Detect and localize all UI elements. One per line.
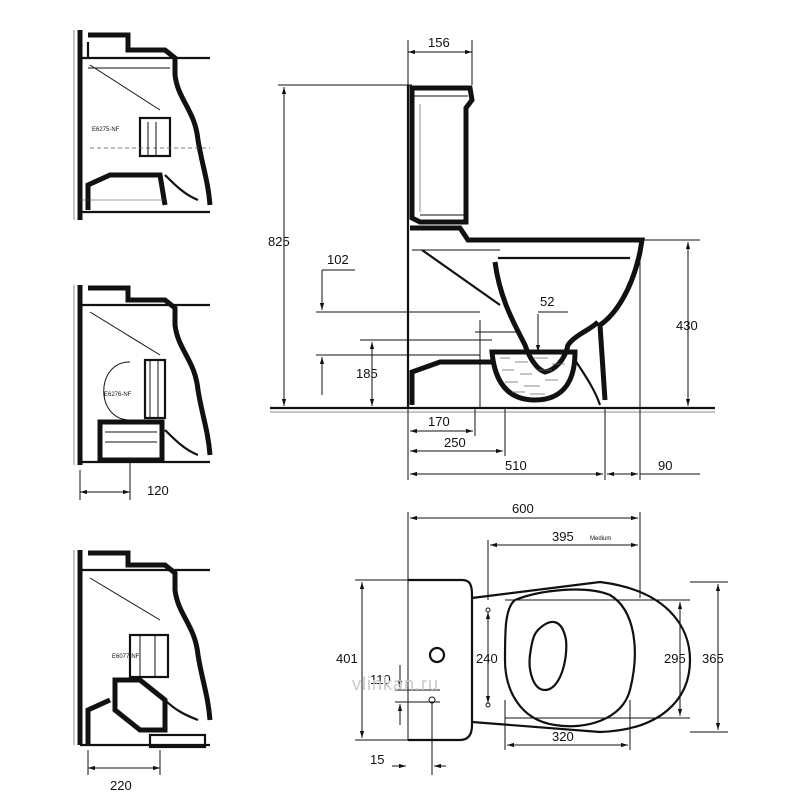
dim-156: 156 xyxy=(428,35,450,50)
variant-detail-1: E6275-NF xyxy=(73,30,213,220)
variant-dim-3: 220 xyxy=(110,778,132,793)
dim-430: 430 xyxy=(676,318,698,333)
side-elevation: 156 825 430 102 185 52 170 250 xyxy=(268,35,715,480)
variant-dim-2: 120 xyxy=(147,483,169,498)
dim-240: 240 xyxy=(476,651,498,666)
dim-295: 295 xyxy=(664,651,686,666)
dim-395: 395 xyxy=(552,529,574,544)
dim-401: 401 xyxy=(336,651,358,666)
dim-90: 90 xyxy=(658,458,672,473)
dim-510: 510 xyxy=(505,458,527,473)
dim-600: 600 xyxy=(512,501,534,516)
variant-label-1: E6275-NF xyxy=(92,127,120,133)
trap-water-hatch xyxy=(500,357,565,395)
dim-102: 102 xyxy=(327,252,349,267)
dim-170: 170 xyxy=(428,414,450,429)
variant-label-3: E6077-NF xyxy=(112,654,140,660)
dim-825: 825 xyxy=(268,234,290,249)
watermark-text: vlinkan.ru xyxy=(352,674,439,694)
variant-detail-2: E6276-NF 120 xyxy=(73,285,213,500)
dim-110: 110 xyxy=(370,672,391,687)
dim-365: 365 xyxy=(702,651,724,666)
dim-395-note: Medium xyxy=(590,536,611,542)
dim-15: 15 xyxy=(370,752,384,767)
dim-52: 52 xyxy=(540,294,554,309)
dim-250: 250 xyxy=(444,435,466,450)
dim-320: 320 xyxy=(552,729,574,744)
variant-label-2: E6276-NF xyxy=(104,392,132,398)
plan-view: 600 395 Medium 401 240 295 365 320 xyxy=(336,501,728,775)
variant-detail-3: E6077-NF 220 xyxy=(73,550,213,793)
dim-185: 185 xyxy=(356,366,378,381)
